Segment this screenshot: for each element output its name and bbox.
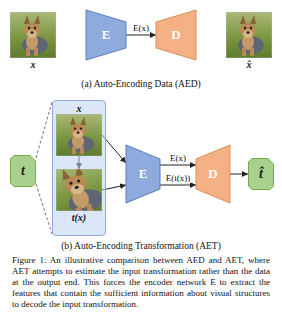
node-label: D <box>208 167 217 181</box>
dog-photo <box>226 12 272 58</box>
arrow-line <box>160 185 196 186</box>
output-image: x̂ <box>226 12 272 72</box>
estimated-transform-tag: t̂ <box>248 158 274 190</box>
photo-transform <box>10 12 56 58</box>
dashed-connector <box>36 102 52 234</box>
photo-clip <box>56 169 102 211</box>
node-label: t <box>21 164 25 178</box>
dog-photo <box>56 169 102 211</box>
edge-label: E(x) <box>132 23 150 33</box>
node-label: x <box>31 59 36 70</box>
photo-transform <box>56 169 102 211</box>
encoder-shape-outline <box>126 145 160 203</box>
photo <box>10 12 56 58</box>
transformed-image: t(x) <box>56 169 102 225</box>
photo <box>56 169 102 211</box>
arrow-line <box>230 174 248 175</box>
edge-label: E(t(x)) <box>165 173 192 183</box>
edge-label: E(x) <box>169 153 187 163</box>
node-label: t(x) <box>72 212 86 223</box>
tag-shape-outline <box>11 156 36 187</box>
node-label: E <box>102 28 111 42</box>
node-label: x <box>77 103 82 114</box>
photo-frame <box>10 12 56 58</box>
photo-clip <box>10 12 56 58</box>
transform-tag: t <box>10 155 36 187</box>
encoder-trapezoid: E <box>86 10 126 60</box>
photo-frame <box>56 114 102 156</box>
photo-frame <box>226 12 272 58</box>
decoder-shape-outline <box>196 145 230 203</box>
subfigure-caption: (a) Auto-Encoding Data (AED) <box>81 79 201 90</box>
photo-clip <box>226 12 272 58</box>
dog-photo <box>56 114 102 156</box>
figure-caption: Figure 1: An illustrative comparison bet… <box>12 255 270 310</box>
node-label: E <box>139 167 148 181</box>
decoder-shape-outline <box>156 10 196 60</box>
node-label: t̂ <box>259 167 263 181</box>
arrow-connector <box>160 185 196 186</box>
encoder-shape-outline <box>86 10 126 60</box>
photo-clip <box>56 114 102 156</box>
input-image: x <box>10 12 56 72</box>
arrow-connector <box>126 35 156 36</box>
photo <box>56 114 102 156</box>
arrow-connector <box>230 174 248 175</box>
decoder-trapezoid: D <box>156 10 196 60</box>
photo-frame <box>56 169 102 211</box>
dashed-guide-line <box>36 184 52 234</box>
dog-photo <box>10 12 56 58</box>
input-group-box: x t(x) <box>52 100 106 236</box>
tag-shape-outline <box>249 159 274 190</box>
photo-transform <box>226 12 272 58</box>
arrow-line <box>160 165 196 166</box>
photo-transform <box>56 114 102 156</box>
input-image: x <box>56 103 102 156</box>
node-label: x̂ <box>247 59 252 70</box>
encoder-trapezoid: E <box>126 145 160 203</box>
decoder-trapezoid: D <box>196 145 230 203</box>
dashed-guide-line <box>36 102 52 158</box>
photo <box>226 12 272 58</box>
arrow-line <box>126 35 156 36</box>
node-label: D <box>171 28 180 42</box>
subfigure-caption: (b) Auto-Encoding Transformation (AET) <box>61 241 221 252</box>
arrow-connector <box>160 165 196 166</box>
